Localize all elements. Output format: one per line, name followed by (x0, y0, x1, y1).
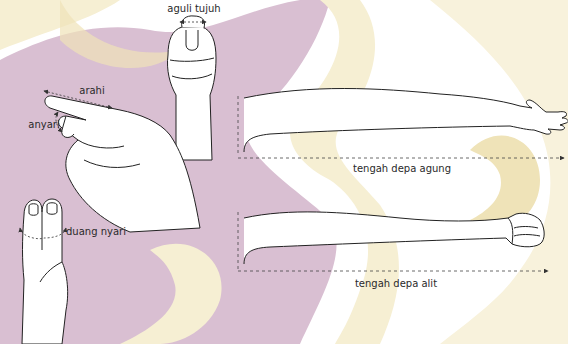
measure-label: tengah depa agung (353, 163, 451, 175)
measure-line (180, 22, 206, 23)
dimension-line (238, 212, 239, 269)
fist-hand (167, 16, 216, 160)
two-finger-hand (22, 199, 68, 344)
measure-label: arahi (79, 85, 104, 97)
measure-label: aguli tujuh (167, 3, 220, 15)
dimension-line (238, 158, 564, 159)
pointing-hand (45, 96, 200, 232)
dimension-line (238, 271, 548, 272)
fist-arm (244, 212, 544, 264)
measure-label: tengah depa alit (355, 278, 437, 290)
measure-label: duang nyari (66, 226, 126, 238)
measure-line (20, 228, 66, 239)
dimension-line (238, 96, 239, 156)
measure-label: anyari (28, 119, 59, 131)
open-arm (244, 89, 568, 153)
